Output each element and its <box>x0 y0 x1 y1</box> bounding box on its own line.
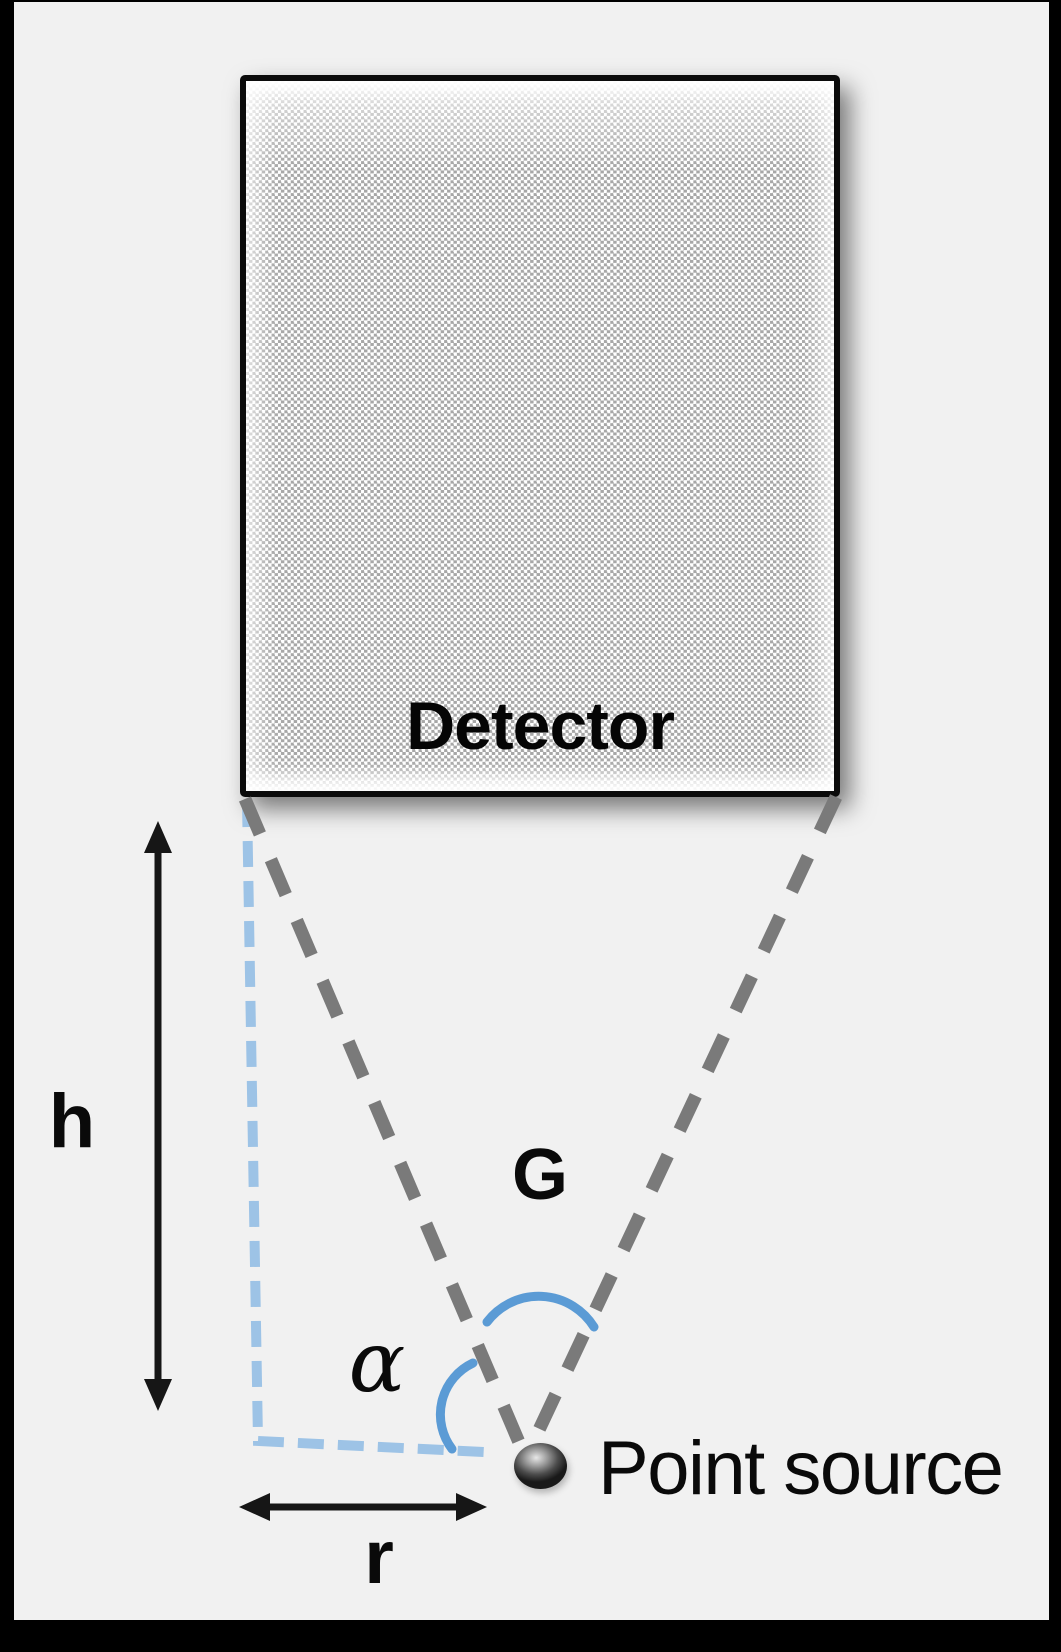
radius-label: r <box>364 1515 394 1600</box>
arrowhead-right-icon <box>456 1493 487 1521</box>
point-source-dot <box>514 1443 567 1489</box>
arrowhead-up-icon <box>144 821 172 853</box>
height-label: h <box>48 1079 96 1164</box>
diagram-canvas: Detector h G α r Point source <box>14 2 1049 1620</box>
detector-rect: Detector <box>240 75 840 797</box>
r-dimension-arrow <box>239 1493 487 1521</box>
cone-edge-right <box>524 794 842 1452</box>
cone-edge-left <box>239 796 527 1450</box>
height-reference-dashed-line <box>242 800 485 1457</box>
point-source-label: Point source <box>598 1426 1004 1511</box>
h-dimension-arrow <box>144 821 172 1411</box>
arrowhead-down-icon <box>144 1379 172 1411</box>
alpha-angle-label: α <box>348 1313 406 1411</box>
solid-angle-label: G <box>511 1135 568 1215</box>
alpha-angle-arc <box>435 1358 478 1454</box>
arrowhead-left-icon <box>239 1493 270 1521</box>
detector-label: Detector <box>406 688 675 764</box>
solid-angle-arc <box>482 1291 599 1332</box>
